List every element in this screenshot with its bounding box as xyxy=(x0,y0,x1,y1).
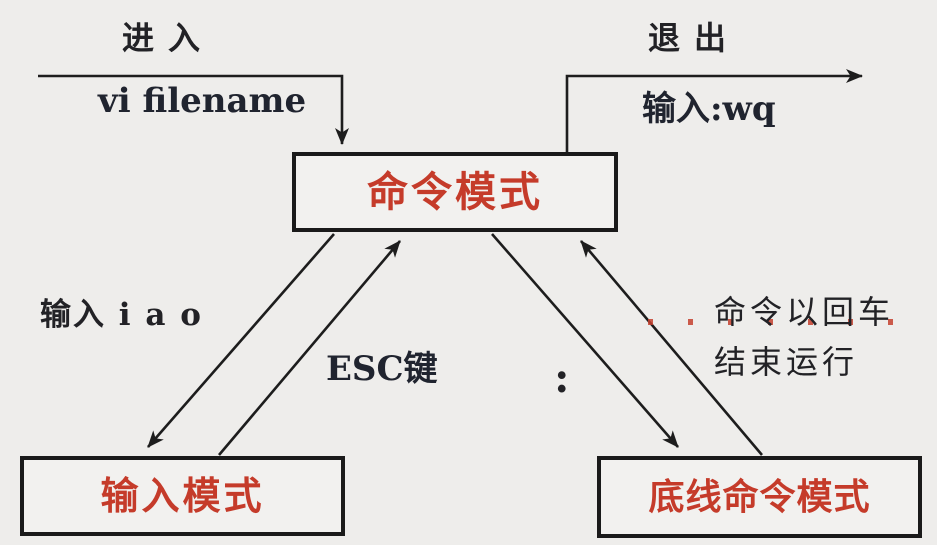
esc-key-label: ESC键 xyxy=(326,349,438,389)
enter-arrow xyxy=(38,74,349,145)
insert-mode-label: 输入模式 xyxy=(100,473,265,518)
emphasis-dots-decoration xyxy=(648,319,896,325)
run-on-enter-line1: 命令以回车 xyxy=(714,293,895,331)
enter-label: 进入 xyxy=(122,19,215,57)
lastline-mode-label: 底线命令模式 xyxy=(648,476,871,518)
enter-command-label: vi filename xyxy=(98,81,307,121)
exit-command-label: 输入:wq xyxy=(642,89,776,129)
run-on-enter-label: 命令以回车 结束运行 xyxy=(714,288,894,387)
input-iao-label: 输入 i a o xyxy=(40,297,203,333)
command-mode-label: 命令模式 xyxy=(367,167,543,216)
command-to-lastline-arrow xyxy=(491,233,679,448)
lastline-to-command-arrow xyxy=(580,240,763,456)
command-to-insert-arrow xyxy=(147,233,335,448)
node-command-mode: 命令模式 xyxy=(292,152,896,325)
insert-to-command-arrow xyxy=(218,240,401,456)
node-lastline-mode: 底线命令模式 xyxy=(597,456,922,538)
node-insert-mode: 输入模式 xyxy=(20,456,345,536)
exit-arrow xyxy=(565,69,863,152)
colon-label: : xyxy=(554,353,570,402)
run-on-enter-line2: 结束运行 xyxy=(714,342,859,381)
exit-label: 退出 xyxy=(648,19,741,57)
